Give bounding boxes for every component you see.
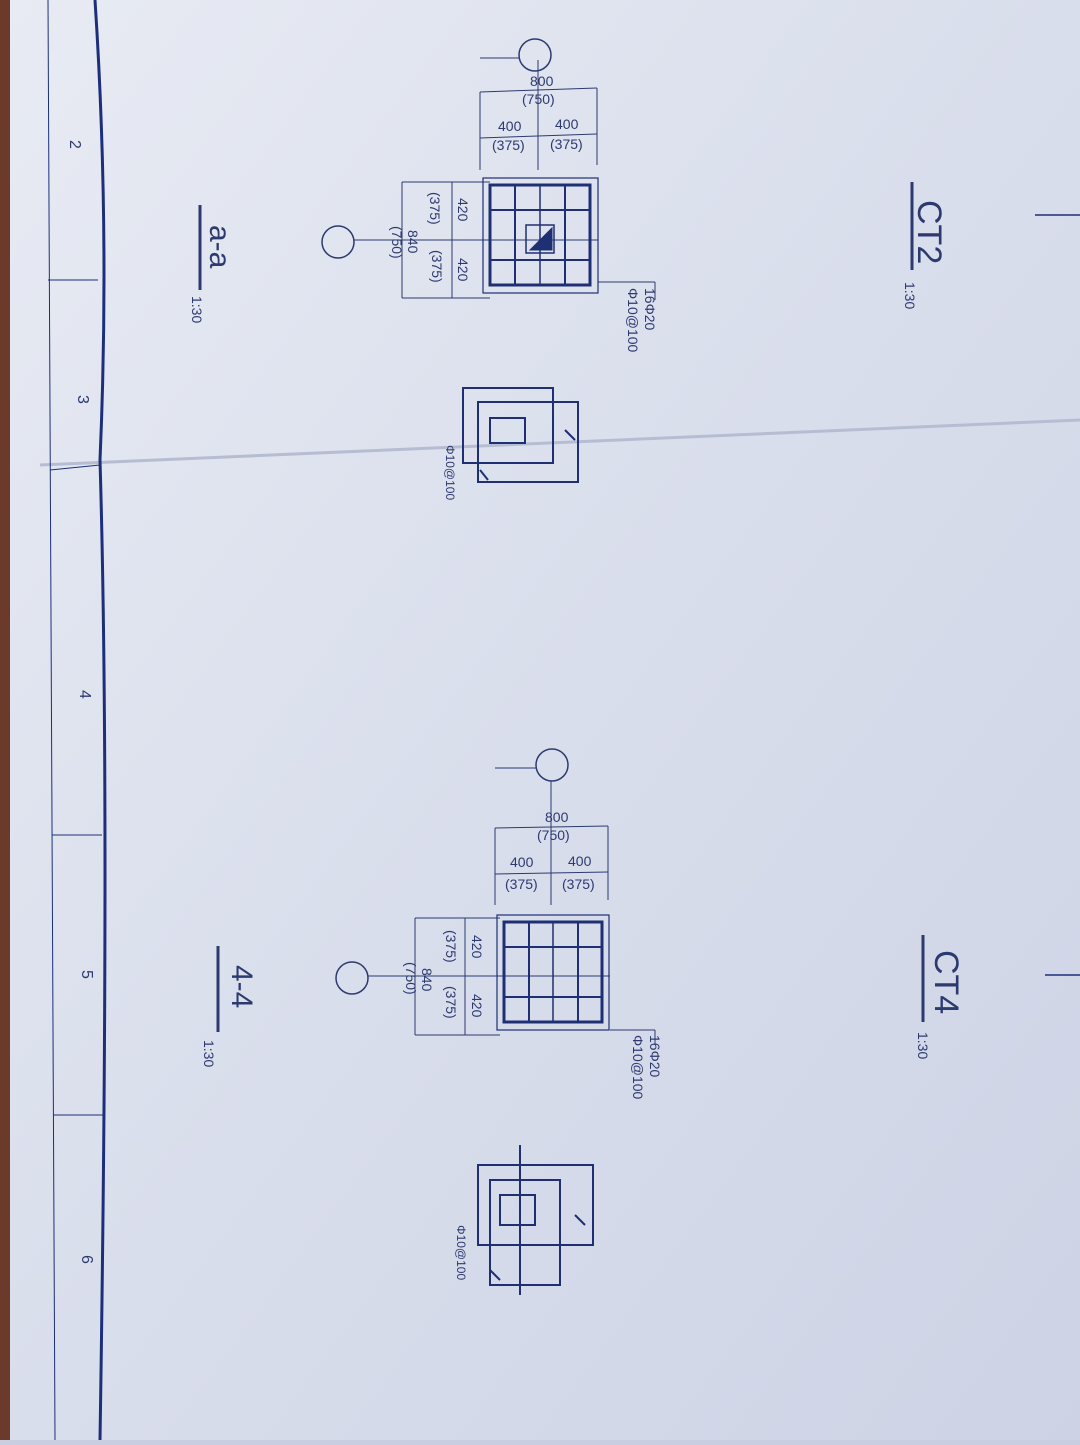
ct2-dimension-lines xyxy=(354,57,656,300)
axis-marker xyxy=(518,38,552,72)
ct2-rebar-stirrup: Φ10@100 xyxy=(625,288,641,353)
ct2-dim-top-right-alt: (375) xyxy=(550,136,583,152)
ct2-section-scale: 1:30 xyxy=(189,296,205,323)
ct4-dim-side-top: 420 xyxy=(469,935,485,959)
ct4-column-section xyxy=(496,914,610,1031)
ct4-dim-top-left: 400 xyxy=(510,854,534,870)
ct4-dim-side-total-alt: (750) xyxy=(403,962,419,995)
ct4-dim-top-right: 400 xyxy=(568,853,592,869)
ct2-section-title: a-a xyxy=(203,225,236,269)
ct4-dim-side-top-alt: (375) xyxy=(443,930,459,963)
axis-marker xyxy=(535,748,569,782)
ct4-rebar-stirrup: Φ10@100 xyxy=(630,1035,646,1100)
ct2-dim-side-total: 840 xyxy=(405,230,421,254)
ct4-dimension-lines xyxy=(368,767,656,1045)
ct4-dim-top-right-alt: (375) xyxy=(562,876,595,892)
ct2-stirrup-detail xyxy=(462,387,579,483)
ct4-rebar-main: 16Φ20 xyxy=(647,1035,663,1078)
ct4-section-title: 4-4 xyxy=(225,965,258,1008)
ct2-dim-top-total: 800 xyxy=(530,73,554,89)
ct2-title: CT2 xyxy=(910,200,948,264)
ct4-dim-top-total: 800 xyxy=(545,809,569,825)
ct4-dim-side-bottom-alt: (375) xyxy=(443,986,459,1019)
ct4-stirrup-detail-label: Φ10@100 xyxy=(454,1225,468,1280)
ct2-scale: 1:30 xyxy=(902,282,918,309)
ct2-dim-top-left-alt: (375) xyxy=(492,137,525,153)
ct2-dim-top-right: 400 xyxy=(555,116,579,132)
paper-fold xyxy=(39,418,1080,467)
frame-numbers: 2 3 4 5 6 xyxy=(66,140,95,1264)
ct2-rebar-main: 16Φ20 xyxy=(642,288,658,331)
ct2-dim-side-top: 420 xyxy=(455,198,471,222)
ct2-detail: CT2 1:30 a-a 1:30 800 (750) 400 (375) xyxy=(189,38,948,500)
ct4-stirrup-detail xyxy=(477,1145,594,1295)
ct4-dim-top-left-alt: (375) xyxy=(505,876,538,892)
ct4-dim-side-bottom: 420 xyxy=(469,994,485,1018)
ct2-stirrup-detail-label: Φ10@100 xyxy=(443,445,457,500)
ct2-dim-side-total-alt: (750) xyxy=(389,226,405,259)
ct4-detail: CT4 1:30 4-4 1:30 800 (750) 400 (375) xyxy=(201,748,965,1295)
axis-marker xyxy=(321,225,355,259)
frame-number: 5 xyxy=(78,970,95,979)
ct2-dim-top-left: 400 xyxy=(498,118,522,134)
frame-number: 3 xyxy=(74,395,91,404)
ct4-scale: 1:30 xyxy=(915,1032,931,1059)
ct4-title: CT4 xyxy=(927,950,965,1014)
ct4-section-scale: 1:30 xyxy=(201,1040,217,1067)
axis-marker xyxy=(335,961,369,995)
ct4-dim-top-total-alt: (750) xyxy=(537,827,570,843)
ct2-column-section xyxy=(482,177,599,294)
frame-number: 2 xyxy=(66,140,83,149)
frame-number: 4 xyxy=(76,690,93,699)
ct2-dim-top-total-alt: (750) xyxy=(522,91,555,107)
frame-number: 6 xyxy=(78,1255,95,1264)
ct2-dim-side-bottom-alt: (375) xyxy=(429,250,445,283)
ct2-dim-side-bottom: 420 xyxy=(455,258,471,282)
ct4-dim-side-total: 840 xyxy=(419,968,435,992)
ct2-dim-side-top-alt: (375) xyxy=(427,192,443,225)
sheet-frame xyxy=(47,0,1080,1441)
